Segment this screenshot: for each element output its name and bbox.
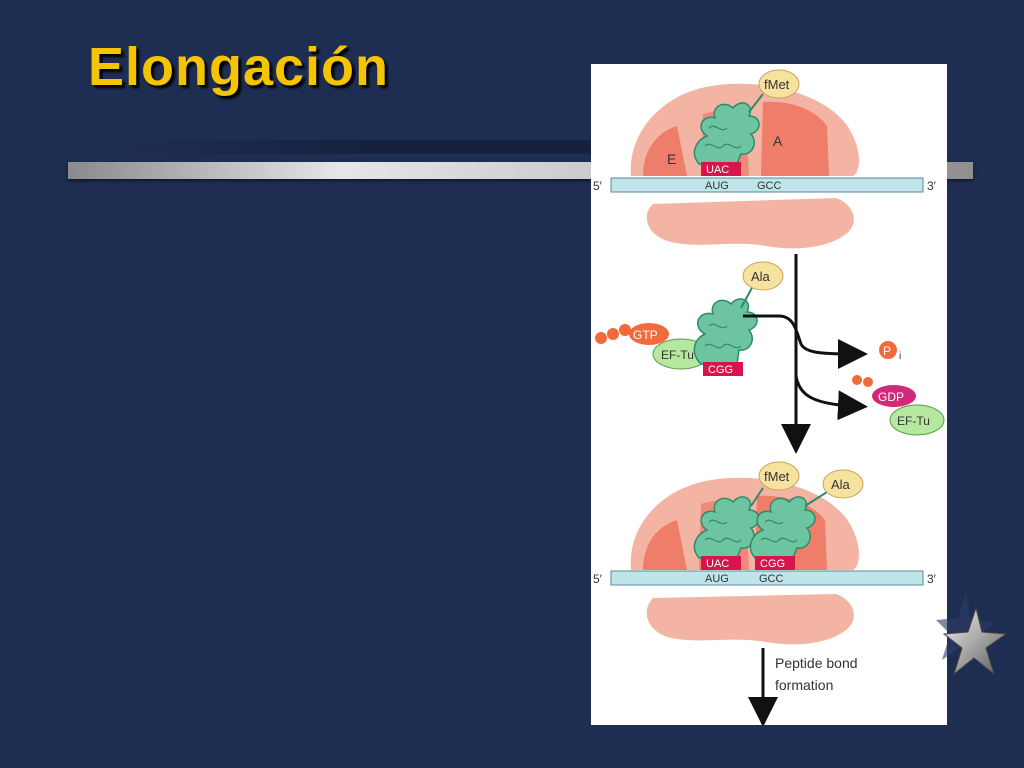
ala-label: Ala <box>751 269 771 284</box>
top-a-site <box>761 101 829 176</box>
reaction-arrows <box>743 254 868 454</box>
bottom-trna-fmet <box>693 496 760 559</box>
gdp-phosphate-1 <box>852 375 862 385</box>
ala-link <box>740 285 754 309</box>
bottom-fmet-link <box>750 487 764 507</box>
top-anticodon-box <box>701 162 741 176</box>
gdp-blob <box>872 385 916 407</box>
bottom-anticodon-box-2 <box>755 556 795 570</box>
gdp-phosphate-2 <box>863 377 873 387</box>
gtp-phosphate-1 <box>595 332 607 344</box>
bottom-ala-link <box>804 491 828 507</box>
bottom-ala-blob <box>822 469 864 499</box>
bottom-ribosome: fMet Ala UAC CGG 5′ 3′ AUG GCC <box>593 461 937 645</box>
top-anticodon-label: UAC <box>706 164 729 176</box>
bottom-five-prime-label: 5′ <box>593 572 603 586</box>
gdp-label: GDP <box>878 390 904 404</box>
top-e-site <box>643 126 687 176</box>
top-codon-1: AUG <box>705 180 729 192</box>
released-ef-tu-gdp: GDP EF-Tu <box>852 375 945 436</box>
star-icon <box>936 592 1008 676</box>
peptide-bond-label-line1: Peptide bond <box>775 655 858 671</box>
top-ribosome: E P A fMet UAC 5′ 3′ AUG GCC <box>593 69 937 249</box>
bottom-anticodon-label-1: UAC <box>706 558 729 570</box>
gtp-label: GTP <box>633 328 658 342</box>
released-pi: P i <box>879 341 901 362</box>
ala-trna <box>693 298 758 365</box>
top-a-site-label: A <box>773 133 783 149</box>
bottom-ala-label: Ala <box>831 477 851 492</box>
incoming-ala-trna-complex: GTP EF-Tu Ala CGG <box>595 261 784 376</box>
bottom-anticodon-label-2: CGG <box>760 558 785 570</box>
gdp-release-arrow <box>794 375 868 421</box>
ala-blob <box>742 261 784 291</box>
bottom-e-site <box>643 520 687 570</box>
bottom-three-prime-label: 3′ <box>927 572 937 586</box>
top-e-site-label: E <box>667 151 676 167</box>
bottom-anticodon-box-1 <box>701 556 741 570</box>
middle-anticodon-box <box>703 362 743 376</box>
bottom-trna-ala <box>749 496 816 559</box>
gtp-phosphate-3 <box>619 324 631 336</box>
bottom-codon-2: GCC <box>759 573 784 585</box>
gtp-blob <box>629 323 669 345</box>
middle-anticodon-label: CGG <box>708 364 733 376</box>
top-five-prime-label: 5′ <box>593 179 603 193</box>
top-fmet-blob <box>758 69 800 99</box>
bottom-small-subunit <box>646 594 854 645</box>
title-bar-shadow <box>130 140 600 154</box>
pi-release-arrow <box>743 314 868 369</box>
pi-label: P <box>883 344 891 358</box>
top-codon-2: GCC <box>757 180 782 192</box>
top-three-prime-label: 3′ <box>927 179 937 193</box>
ef-tu-label: EF-Tu <box>661 348 694 362</box>
elongation-diagram: E P A fMet UAC 5′ 3′ AUG GCC <box>591 64 947 725</box>
bottom-codon-1: AUG <box>705 573 729 585</box>
top-trna-fmet <box>693 102 760 165</box>
bottom-mrna-strand <box>610 570 924 586</box>
bottom-fmet-label: fMet <box>764 469 790 484</box>
top-fmet-link <box>748 93 764 113</box>
peptide-bond-label-line2: formation <box>775 677 833 693</box>
page-title: Elongación <box>88 37 390 97</box>
released-ef-tu-label: EF-Tu <box>897 414 930 428</box>
pi-subscript: i <box>899 351 901 362</box>
released-ef-tu-blob <box>889 404 945 436</box>
top-small-subunit <box>646 198 854 249</box>
gtp-phosphate-2 <box>607 328 619 340</box>
top-fmet-label: fMet <box>764 77 790 92</box>
bottom-fmet-blob <box>758 461 800 491</box>
top-mrna-strand <box>610 177 924 193</box>
